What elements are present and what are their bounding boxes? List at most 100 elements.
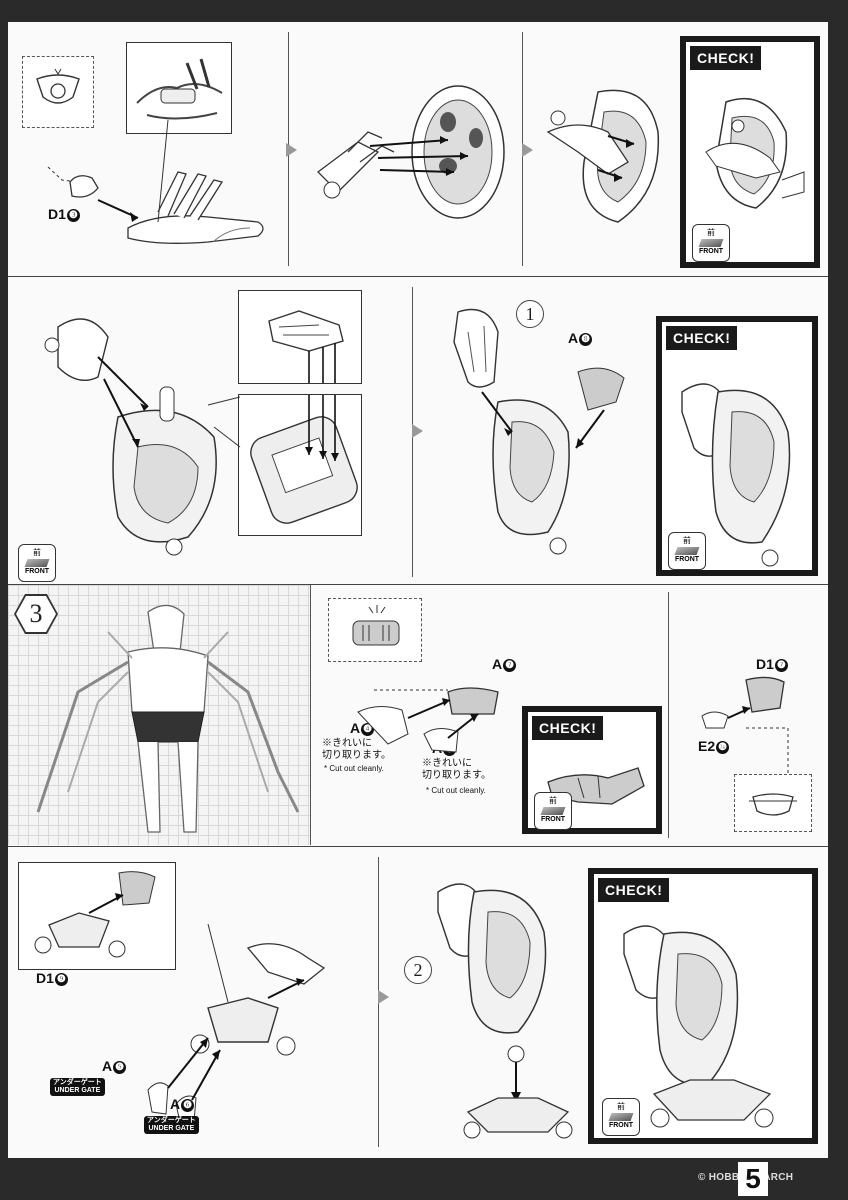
part-number: ❼ xyxy=(503,659,517,672)
part-id: A xyxy=(568,330,579,346)
part-id: D1 xyxy=(756,656,774,672)
cut-note-jp: ※きれいに 切り取ります。 xyxy=(322,738,391,762)
part-number: ❼ xyxy=(774,659,788,672)
detail-inset-box xyxy=(18,862,176,970)
part-number: ❽ xyxy=(579,333,593,346)
under-gate-tag: アンダーゲート UNDER GATE xyxy=(144,1116,199,1134)
front-jp-label: 前 xyxy=(33,548,41,557)
front-direction-icon: 前 FRONT xyxy=(602,1098,640,1136)
front-en-label: FRONT xyxy=(698,248,724,255)
step-frame-seated-illustration xyxy=(546,89,660,223)
under-gate-jp: アンダーゲート xyxy=(147,1117,196,1124)
hip-assembly-illustration xyxy=(147,923,326,1123)
check-label: CHECK! xyxy=(690,46,762,70)
col-divider xyxy=(310,585,311,845)
cut-note-en: * Cut out cleanly. xyxy=(426,786,486,795)
under-gate-tag: アンダーゲート UNDER GATE xyxy=(50,1078,105,1096)
robot-full-body-reference xyxy=(36,604,300,833)
front-direction-icon: 前 FRONT xyxy=(692,224,730,262)
part-id: A xyxy=(170,1096,181,1112)
step-hexagon: 3 xyxy=(14,594,58,634)
front-jp-label: 前 xyxy=(549,796,557,805)
front-en-label: FRONT xyxy=(674,556,700,563)
torso-slot-closeup xyxy=(250,395,358,524)
col-divider xyxy=(668,592,669,838)
front-wedge-icon xyxy=(608,1113,634,1121)
step-frame-insert-illustration xyxy=(317,85,505,219)
check-frame-illustration xyxy=(705,97,805,209)
pelvis-assembly-illustration xyxy=(357,687,499,753)
front-wedge-icon xyxy=(540,807,566,815)
front-direction-icon: 前 FRONT xyxy=(18,544,56,582)
next-step-arrow xyxy=(412,424,423,438)
hip-joint-illustration xyxy=(701,676,789,782)
cut-note-jp-line1: ※きれいに xyxy=(322,738,372,749)
next-step-arrow xyxy=(522,143,533,157)
part-number: ❿ xyxy=(716,741,730,754)
pelvis-clip-detail xyxy=(352,605,400,646)
part-number: ❸ xyxy=(66,209,80,222)
front-direction-icon: 前 FRONT xyxy=(668,532,706,570)
sub-step-number: 1 xyxy=(516,300,544,328)
torso-frame-closeup xyxy=(136,58,223,120)
front-jp-label: 前 xyxy=(617,1102,625,1111)
cut-note-jp-line2: 切り取ります。 xyxy=(322,750,391,761)
page-number: 5 xyxy=(738,1162,768,1196)
part-detail-dashed-box xyxy=(328,598,422,662)
check-label: CHECK! xyxy=(532,716,604,740)
row-divider xyxy=(8,276,828,277)
part-id: A xyxy=(350,720,361,736)
part-detail-dashed-box xyxy=(734,774,812,832)
part-detail-dashed-box xyxy=(22,56,94,128)
detail-inset-box xyxy=(126,42,232,134)
check-panel: CHECK! 前 FRONT xyxy=(680,36,820,268)
step-neck-frame-illustration xyxy=(47,119,264,244)
under-gate-jp: アンダーゲート xyxy=(53,1079,102,1086)
clip-part-closeup xyxy=(268,310,344,383)
part-number: ❾ xyxy=(54,973,68,986)
part-number: ❻ xyxy=(181,1099,195,1112)
cut-note-jp: ※きれいに 切り取ります。 xyxy=(422,758,491,782)
under-gate-en: UNDER GATE xyxy=(148,1125,195,1132)
cut-note-en: * Cut out cleanly. xyxy=(324,764,384,773)
front-en-label: FRONT xyxy=(540,816,566,823)
front-en-label: FRONT xyxy=(24,568,50,575)
detail-inset-box xyxy=(238,394,362,536)
front-jp-label: 前 xyxy=(707,228,715,237)
front-direction-icon: 前 FRONT xyxy=(534,792,572,830)
front-wedge-icon xyxy=(698,239,724,247)
part-id: E2 xyxy=(698,738,716,754)
next-step-arrow xyxy=(286,143,297,157)
part-id: D1 xyxy=(36,970,54,986)
torso-hip-join-illustration xyxy=(437,883,573,1139)
cut-note-jp-line2: 切り取ります。 xyxy=(422,770,491,781)
cut-note-jp-line1: ※きれいに xyxy=(422,758,472,769)
part-id: A xyxy=(492,656,503,672)
under-gate-en: UNDER GATE xyxy=(54,1087,101,1094)
check-torso-hip-illustration xyxy=(623,925,774,1128)
hip-block-closeup xyxy=(34,871,156,958)
check-panel: CHECK! 前 FRONT xyxy=(656,316,818,576)
next-step-arrow xyxy=(378,990,389,1004)
part-number: ❺ xyxy=(113,1061,127,1074)
detail-inset-box xyxy=(238,290,362,384)
sub-step-number: 2 xyxy=(404,956,432,984)
front-wedge-icon xyxy=(24,559,50,567)
front-wedge-icon xyxy=(674,547,700,555)
small-part-illustration xyxy=(36,68,80,104)
step-torso-assembly-illustration xyxy=(44,318,241,556)
check-label: CHECK! xyxy=(598,878,670,902)
row-divider xyxy=(8,846,828,847)
check-pelvis-illustration xyxy=(547,767,645,805)
part-id: A xyxy=(102,1058,113,1074)
check-torso-head-illustration xyxy=(681,383,791,567)
